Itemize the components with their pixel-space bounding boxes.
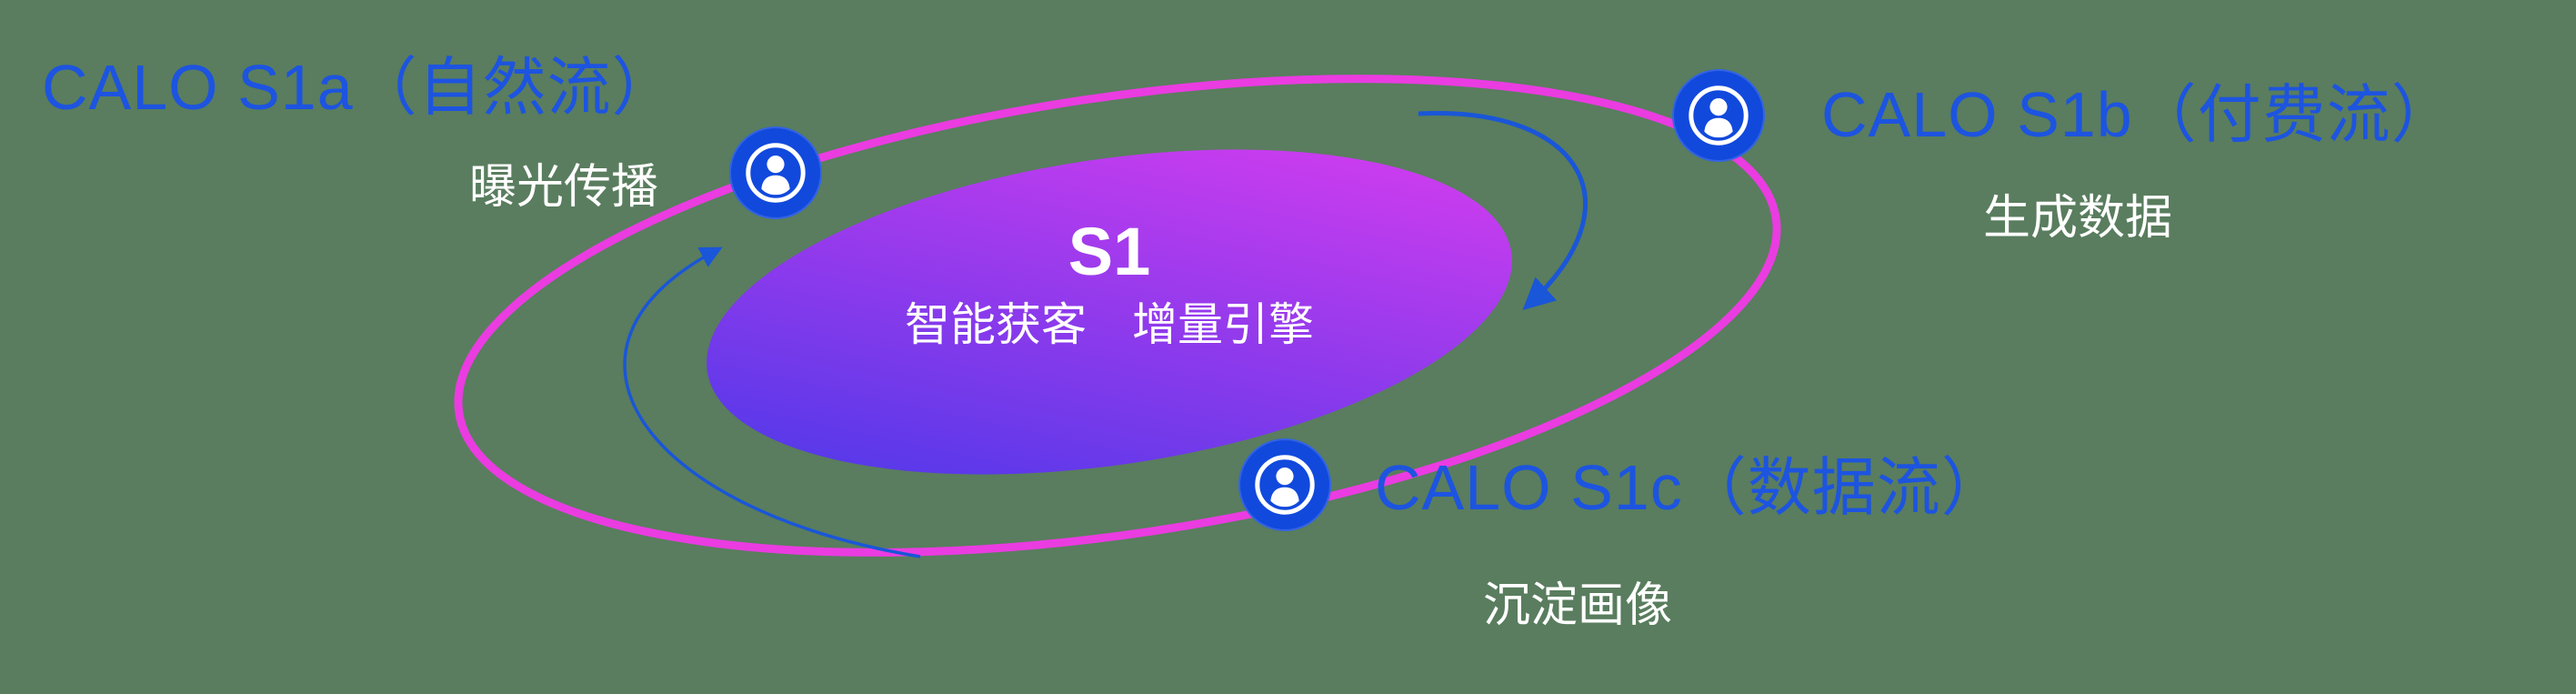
core-subtitle: 智能获客 增量引擎 [905, 299, 1314, 350]
flow-arrow-left [623, 246, 921, 558]
node-s1c-icon-badge [1238, 438, 1331, 531]
node-s1c-subtitle: 沉淀画像 [1482, 579, 1672, 632]
core-gradient-ellipse [707, 149, 1512, 475]
core-title: S1 [1067, 214, 1151, 289]
user-badge-icon [1255, 455, 1315, 515]
flow-arrow-right [1418, 110, 1588, 311]
node-s1b-label: CALO S1b（付费流） [1821, 79, 2456, 150]
user-badge-icon [746, 143, 806, 203]
node-s1c-label: CALO S1c（数据流） [1375, 452, 2006, 523]
node-s1a-label: CALO S1a（自然流） [42, 52, 677, 123]
node-s1a-icon-badge [729, 126, 822, 219]
node-s1b-icon-badge [1672, 69, 1765, 162]
user-badge-icon [1689, 85, 1749, 146]
orbit-ring-ellipse [454, 75, 1781, 557]
node-s1a-subtitle: 曝光传播 [468, 161, 658, 214]
node-s1b-subtitle: 生成数据 [1982, 192, 2172, 245]
